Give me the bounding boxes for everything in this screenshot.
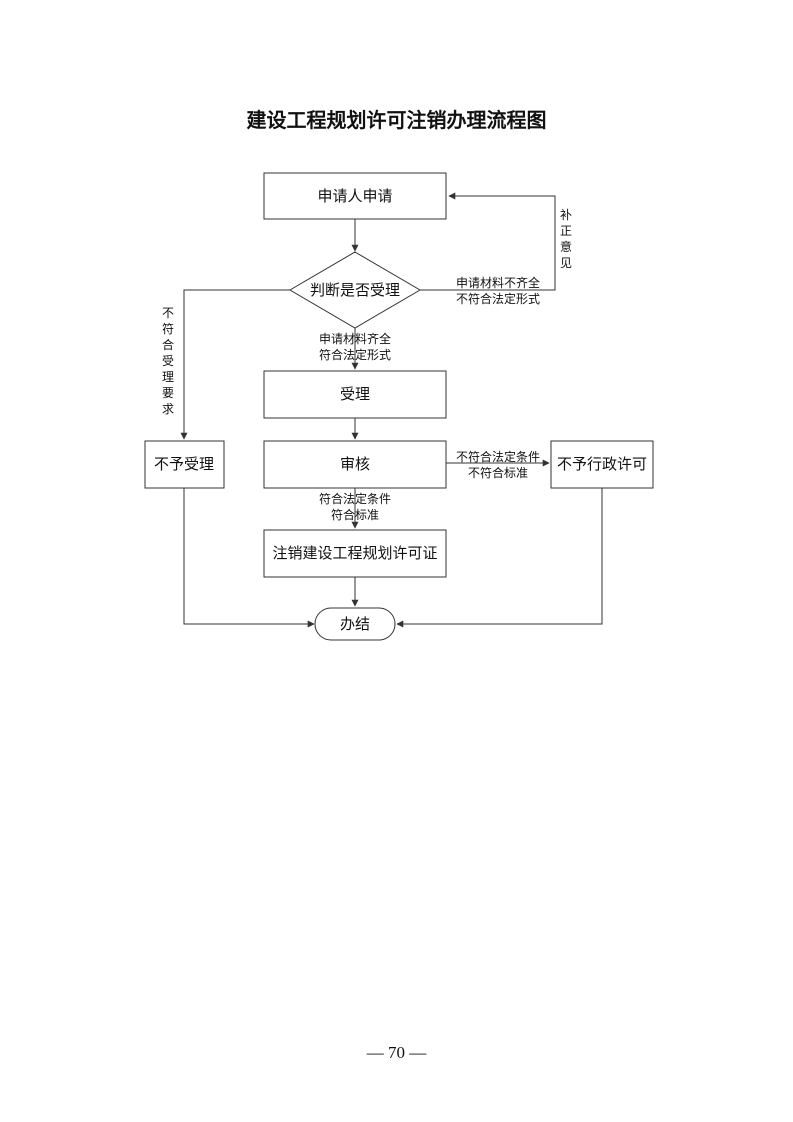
node-reject-label: 不予受理 [154, 455, 214, 473]
label-not-meet-char: 求 [162, 402, 174, 416]
label-review-fail-line: 不符合标准 [468, 465, 528, 480]
node-decide: 判断是否受理 [289, 251, 421, 329]
label-review-pass-line: 符合标准 [331, 507, 379, 522]
node-cancel-label: 注销建设工程规划许可证 [272, 544, 437, 562]
label-review-fail-line: 不符合法定条件 [456, 449, 540, 464]
node-end-label: 办结 [340, 615, 370, 633]
label-complete: 申请材料齐全 符合法定形式 [319, 331, 391, 362]
label-review-pass: 符合法定条件 符合标准 [319, 491, 391, 522]
label-not-meet-char: 理 [162, 370, 174, 384]
node-review-label: 审核 [340, 455, 370, 473]
node-apply: 申请人申请 [263, 172, 447, 220]
label-complete-line: 符合法定形式 [319, 347, 391, 362]
label-not-meet-char: 不 [162, 306, 174, 320]
label-not-meet-char: 合 [162, 337, 174, 352]
edge-decide-to-reject [180, 289, 290, 440]
node-reject: 不予受理 [144, 440, 225, 489]
label-complete-line: 申请材料齐全 [319, 331, 391, 346]
label-correction-char: 见 [560, 256, 572, 270]
page-number: — 70 — [366, 1043, 427, 1062]
label-not-meet-char: 受 [162, 354, 174, 368]
label-not-meet-char: 符 [162, 321, 174, 336]
label-not-meet: 不 符 合 受 理 要 求 [162, 306, 174, 416]
label-correction: 补 正 意 见 [560, 208, 572, 270]
label-incomplete-line: 不符合法定形式 [456, 291, 540, 306]
label-incomplete-line: 申请材料不齐全 [456, 275, 540, 290]
edge-reject-to-end [183, 488, 315, 628]
node-deny-label: 不予行政许可 [557, 455, 647, 473]
node-decide-label: 判断是否受理 [310, 281, 400, 299]
node-apply-label: 申请人申请 [317, 187, 392, 205]
label-correction-char: 意 [560, 239, 572, 254]
label-correction-char: 正 [560, 224, 572, 238]
node-accept: 受理 [263, 370, 447, 419]
label-correction-char: 补 [560, 208, 572, 222]
label-review-fail: 不符合法定条件 不符合标准 [456, 449, 540, 480]
edge-correction-loop [420, 192, 556, 291]
node-cancel: 注销建设工程规划许可证 [263, 529, 447, 578]
node-deny: 不予行政许可 [550, 440, 654, 489]
page-title: 建设工程规划许可注销办理流程图 [246, 108, 547, 132]
node-review: 审核 [263, 440, 447, 489]
node-accept-label: 受理 [340, 385, 370, 403]
label-not-meet-char: 要 [162, 386, 174, 400]
label-review-pass-line: 符合法定条件 [319, 491, 391, 506]
label-incomplete: 申请材料不齐全 不符合法定形式 [456, 275, 540, 306]
edge-deny-to-end [396, 488, 603, 628]
node-end: 办结 [314, 607, 396, 641]
